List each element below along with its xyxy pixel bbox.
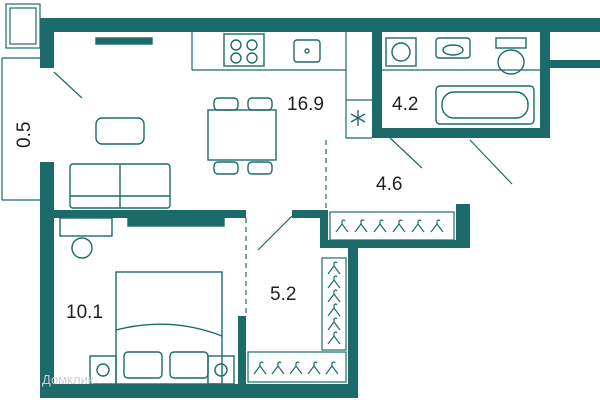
balcony-area: 0.5: [14, 122, 35, 148]
bedroom-area: 10.1: [66, 302, 103, 323]
sink-icon: [293, 39, 321, 63]
furniture: [59, 33, 535, 385]
walls: [40, 18, 600, 398]
hanger-icon: [354, 219, 368, 233]
washbasin-icon: [435, 37, 471, 59]
dining-table-icon: [207, 109, 277, 161]
watermark: Домклик: [42, 372, 94, 387]
nightstand-icon: [89, 355, 117, 385]
tv-icon: [95, 37, 153, 45]
chair-icon: [71, 237, 93, 259]
hall-area: 4.6: [376, 174, 402, 195]
hanger-icon: [327, 289, 341, 303]
wardrobe-hall: [329, 211, 455, 241]
bed-icon: [115, 271, 223, 385]
coffee-table-icon: [95, 117, 145, 145]
dresser-icon: [127, 217, 225, 227]
hanger-icon: [307, 361, 321, 375]
nightstand-icon: [207, 355, 235, 385]
thin-lines: [1, 3, 540, 330]
toilet-icon: [495, 37, 527, 75]
ventilation-icon: [350, 110, 366, 126]
hanger-icon: [392, 219, 406, 233]
wardrobe-corridor-vertical: [321, 257, 347, 351]
hanger-icon: [373, 219, 387, 233]
washing-machine-icon: [385, 37, 417, 67]
hanger-icon: [430, 219, 444, 233]
hanger-icon: [335, 219, 349, 233]
bathtub-icon: [435, 85, 535, 125]
hanger-icon: [327, 317, 341, 331]
hanger-icon: [325, 361, 339, 375]
hanger-icon: [327, 331, 341, 345]
hanger-icon: [271, 361, 285, 375]
sofa-icon: [69, 163, 171, 209]
hanger-icon: [327, 261, 341, 275]
corridor-area: 5.2: [270, 284, 296, 305]
desk-icon: [59, 217, 113, 237]
hanger-icon: [327, 303, 341, 317]
bathroom-area: 4.2: [392, 94, 418, 115]
hanger-icon: [327, 275, 341, 289]
wardrobe-corridor-bottom: [247, 351, 347, 383]
stove-icon: [223, 33, 265, 67]
living-room-area: 16.9: [287, 94, 324, 115]
hanger-icon: [411, 219, 425, 233]
hanger-icon: [253, 361, 267, 375]
hanger-icon: [289, 361, 303, 375]
